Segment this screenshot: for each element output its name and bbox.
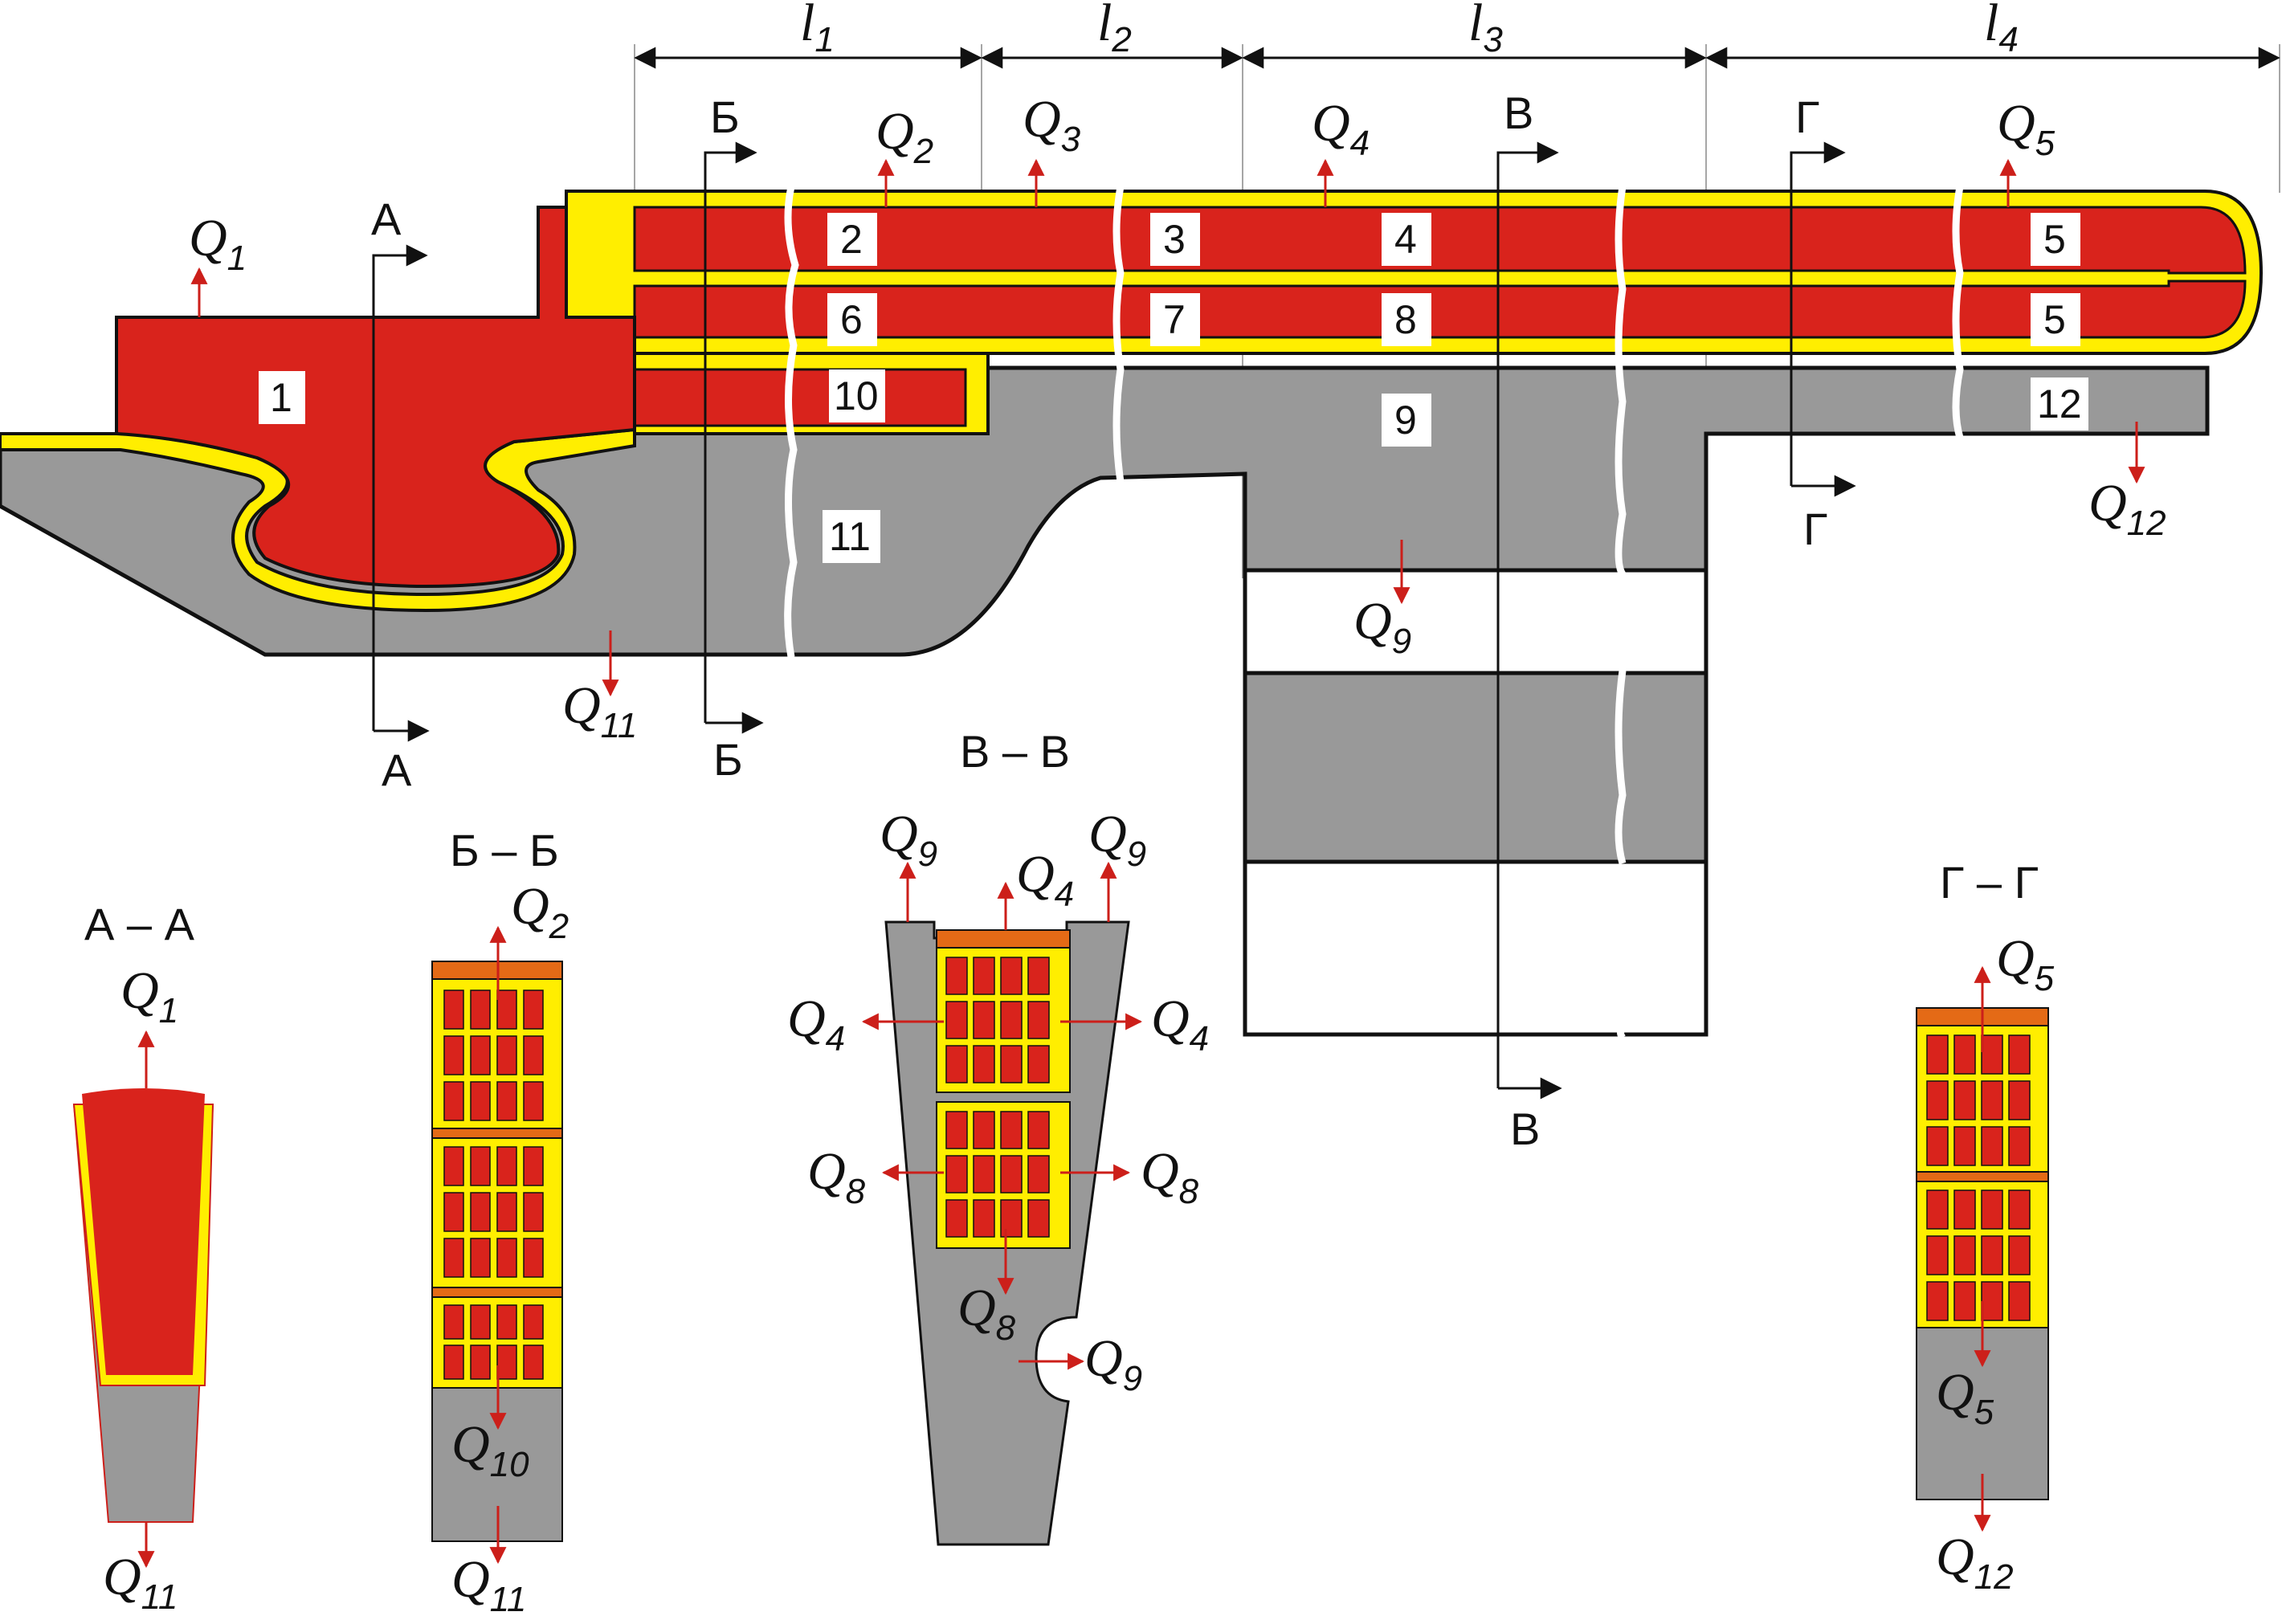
dim-l3: l3 — [1468, 0, 1503, 59]
dim-l4: l4 — [1984, 0, 2019, 59]
region-11-label: 11 — [829, 514, 871, 559]
q1-main: Q1 — [189, 209, 247, 278]
cut-v-bottom: В — [1510, 1104, 1540, 1154]
q4-vv-right: Q4 — [1151, 989, 1209, 1059]
q11-bb: Q11 — [451, 1550, 526, 1619]
dimension-lines: l1 l2 l3 l4 — [634, 0, 2280, 578]
region-2-label: 2 — [840, 217, 863, 262]
copper-bar-10 — [633, 368, 967, 427]
q1-aa: Q1 — [120, 961, 178, 1030]
q11-main: Q11 — [562, 676, 637, 745]
q8-vv-right: Q8 — [1141, 1142, 1199, 1211]
section-gg-title: Г – Г — [1940, 857, 2039, 908]
region-3-label: 3 — [1163, 217, 1186, 262]
copper-bar-upper — [633, 206, 2247, 275]
region-7-label: 7 — [1163, 297, 1186, 342]
q12-gg: Q12 — [1936, 1528, 2014, 1597]
region-1-label: 1 — [270, 375, 292, 420]
section-gg: Г – Г Q5 Q5 Q12 — [1916, 857, 2055, 1597]
cut-v-top: В — [1504, 88, 1533, 138]
q9-vv-left: Q9 — [880, 805, 937, 874]
cut-lines — [372, 141, 1856, 1100]
cut-g-bottom: Г — [1803, 504, 1827, 554]
q8-vv-left: Q8 — [807, 1142, 866, 1211]
q8-vv-bottom: Q8 — [957, 1279, 1016, 1348]
dim-l1: l1 — [800, 0, 835, 59]
region-5b-label: 5 — [2043, 297, 2066, 342]
region-12-label: 12 — [2037, 382, 2082, 426]
q2-bb: Q2 — [511, 877, 569, 946]
section-bb-title: Б – Б — [450, 825, 559, 875]
q2-main: Q2 — [876, 102, 933, 171]
region-10-label: 10 — [834, 373, 879, 418]
dim-l2: l2 — [1097, 0, 1132, 59]
q5-main: Q5 — [1997, 94, 2055, 163]
region-5a-label: 5 — [2043, 217, 2066, 262]
cut-b-top: Б — [710, 92, 740, 142]
q4-vv-top: Q4 — [1016, 845, 1074, 914]
q5-gg-top: Q5 — [1996, 929, 2055, 998]
region-6-label: 6 — [840, 297, 863, 342]
section-vv-title: В – В — [960, 726, 1070, 777]
section-aa-title: А – А — [84, 899, 195, 949]
region-9-label: 9 — [1394, 398, 1417, 443]
cut-b-bottom: Б — [713, 734, 743, 785]
section-bb: Б – Б Q2 Q10 Q11 — [431, 825, 569, 1619]
q3-main: Q3 — [1023, 90, 1081, 159]
region-4-label: 4 — [1394, 217, 1417, 262]
copper-bar-lower — [633, 280, 2247, 339]
q9-vv-bottom: Q9 — [1084, 1329, 1142, 1398]
q11-aa: Q11 — [103, 1548, 178, 1617]
cut-g-top: Г — [1795, 92, 1819, 142]
cut-a-top: А — [371, 194, 402, 244]
main-view: 1 2 3 4 5 6 7 8 5 10 9 11 12 А А Б — [0, 88, 2264, 1154]
q4-main: Q4 — [1312, 94, 1370, 163]
section-vv: В – В Q9 Q9 Q4 Q4 Q4 Q8 Q8 — [787, 726, 1209, 1546]
q9-main: Q9 — [1353, 592, 1411, 661]
q12-main: Q12 — [2088, 474, 2166, 543]
region-8-label: 8 — [1394, 297, 1417, 342]
section-aa: А – А Q1 Q11 — [72, 899, 214, 1617]
q4-vv-left: Q4 — [787, 989, 845, 1059]
region-labels: 1 2 3 4 5 6 7 8 5 10 9 11 12 — [259, 213, 2088, 563]
q10-bb: Q10 — [451, 1415, 529, 1484]
q9-vv-right: Q9 — [1088, 805, 1146, 874]
cut-a-bottom: А — [382, 745, 412, 795]
q5-gg-bottom: Q5 — [1936, 1363, 1994, 1432]
